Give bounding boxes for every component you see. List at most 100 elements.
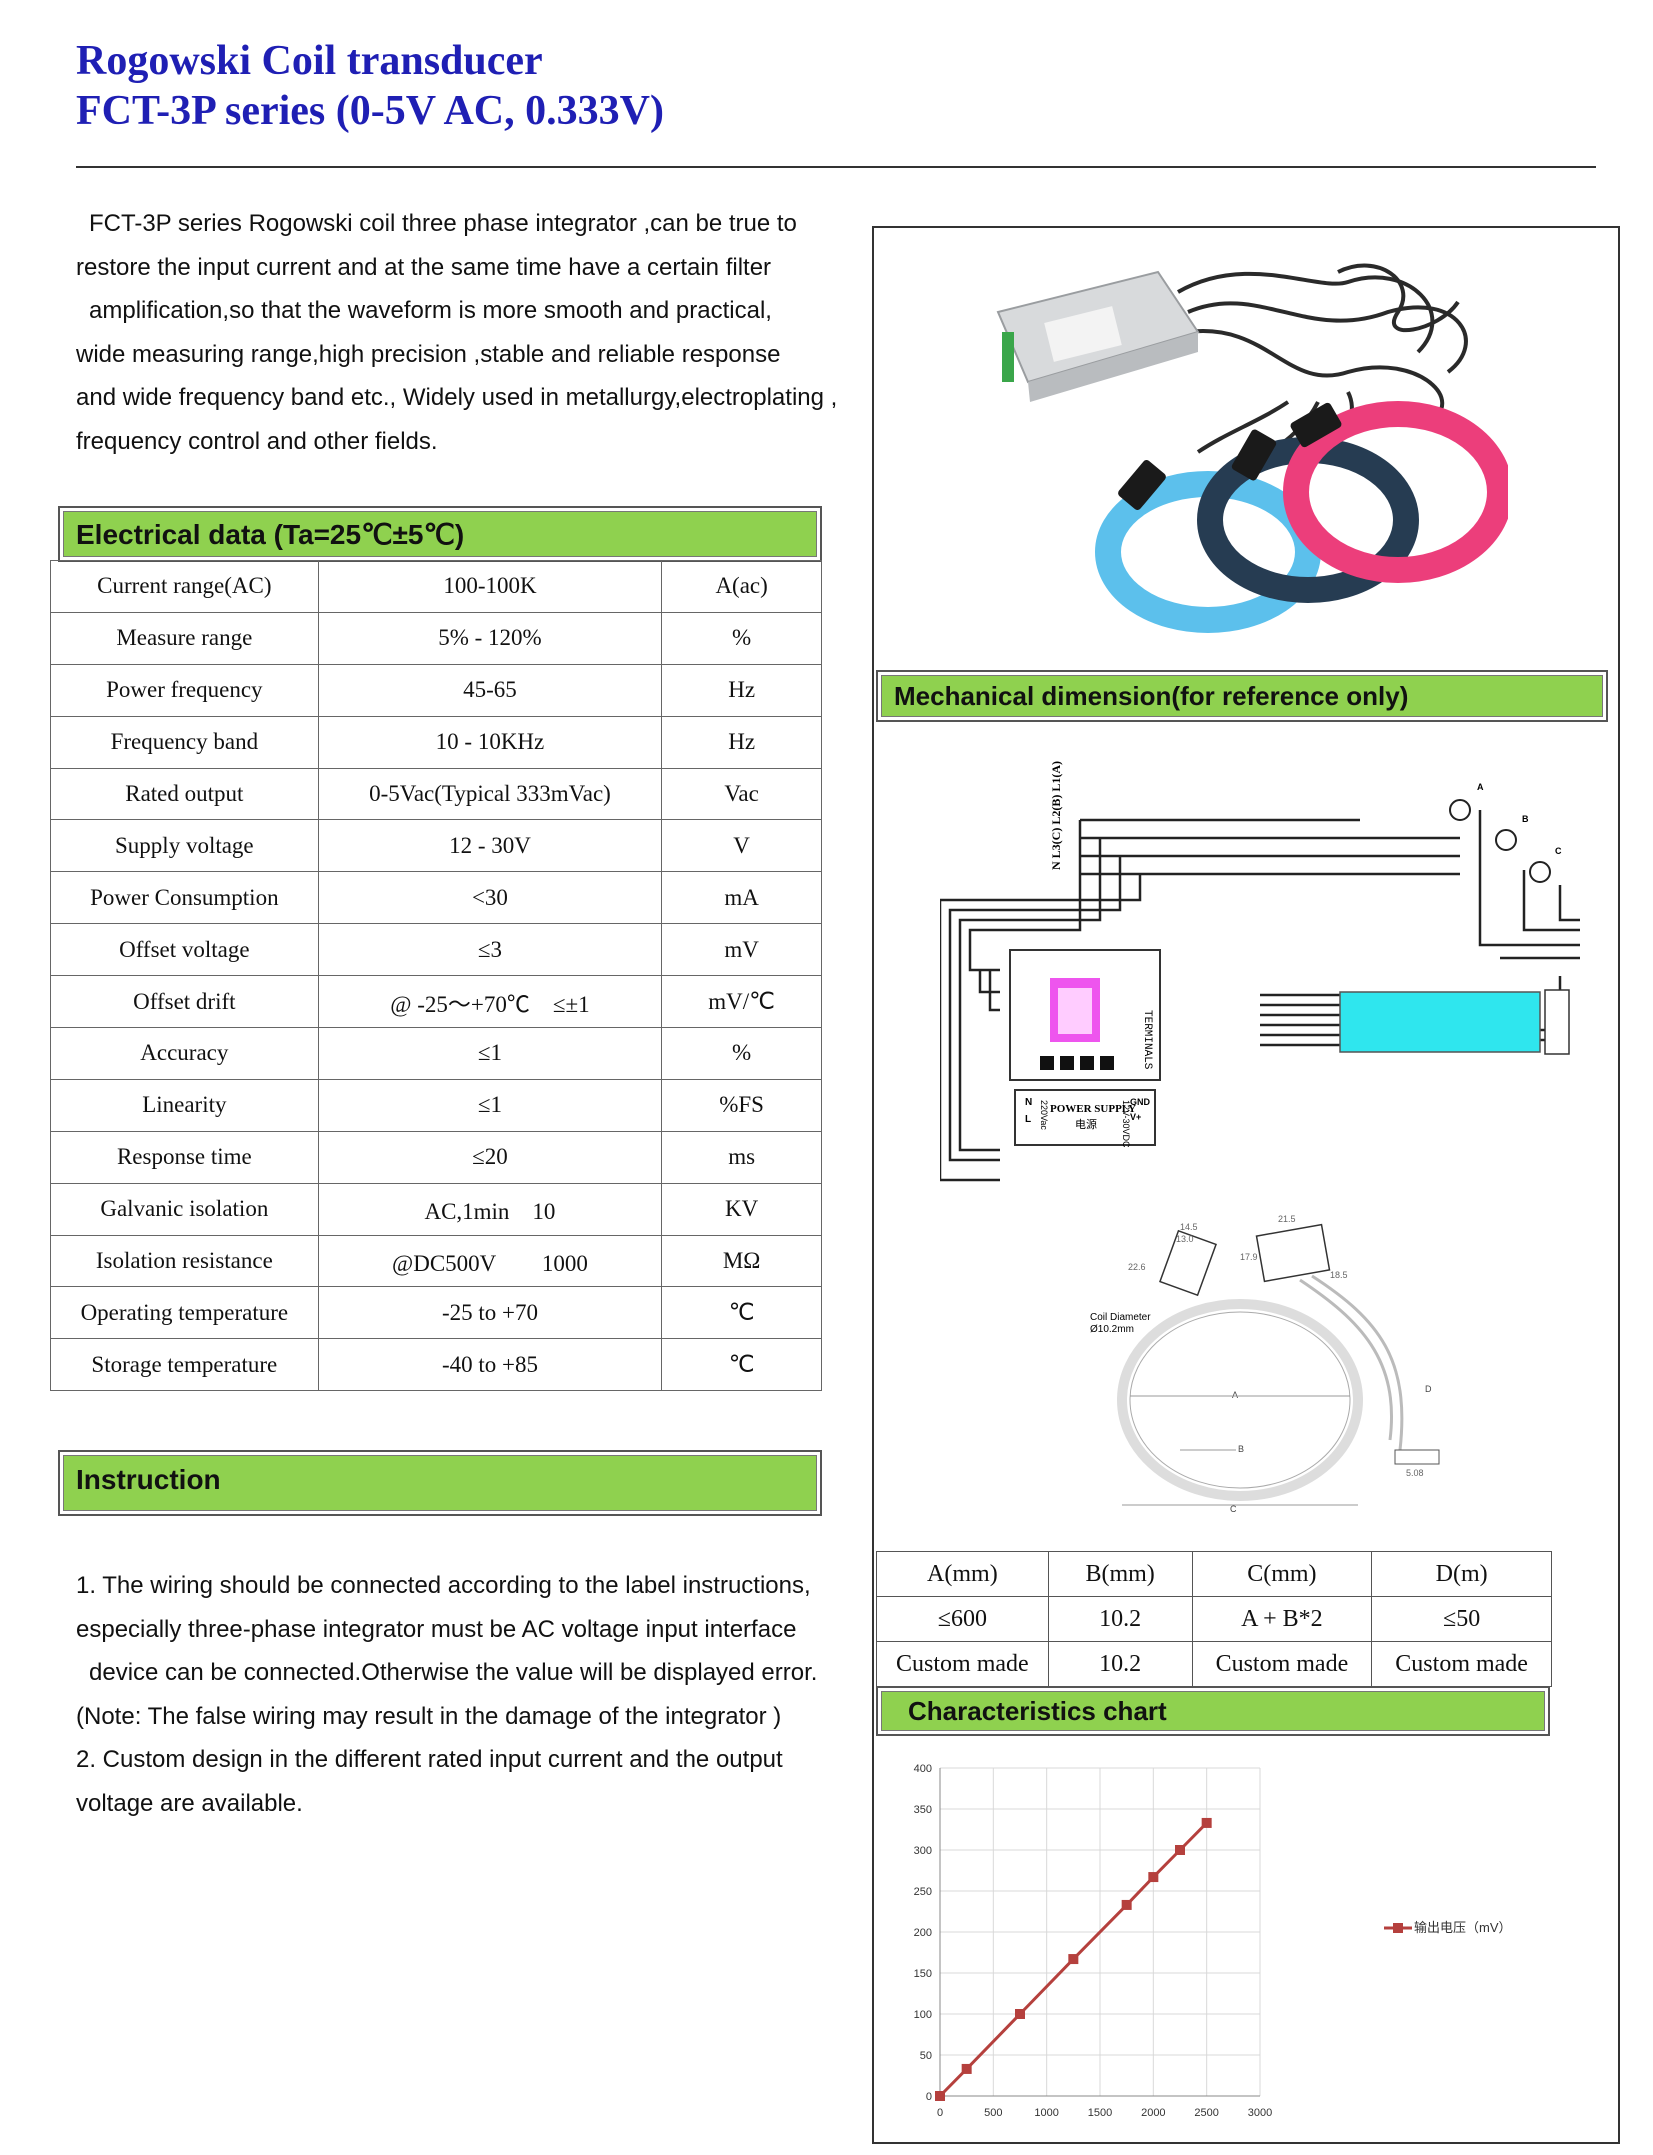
data-point xyxy=(1121,1899,1132,1910)
data-point xyxy=(961,2063,972,2074)
instruction-heading-text: Instruction xyxy=(76,1464,221,1495)
instruction-line: (Note: The false wiring may result in th… xyxy=(76,1702,782,1730)
param-unit-cell: % xyxy=(661,611,822,665)
param-unit-cell: mV/℃ xyxy=(661,975,822,1029)
param-name-cell: Isolation resistance xyxy=(50,1234,319,1288)
dim-label: 14.5 xyxy=(1180,1222,1198,1232)
instruction-line: 2. Custom design in the different rated … xyxy=(76,1746,783,1773)
param-value-cell: 0-5Vac(Typical 333mVac) xyxy=(317,767,663,821)
param-name-cell: Offset voltage xyxy=(50,923,319,977)
intro-line: restore the input current and at the sam… xyxy=(76,253,772,281)
instruction-line: voltage are available. xyxy=(76,1789,303,1817)
power-supply-block xyxy=(1014,1089,1156,1146)
power-supply-cn: 电源 xyxy=(1075,1117,1097,1131)
param-value-cell: <30 xyxy=(317,871,663,925)
coil-connector xyxy=(1290,402,1342,448)
power-dc: 12V-30VDC xyxy=(1121,1100,1131,1148)
param-unit-cell: Hz xyxy=(661,663,822,717)
param-value-cell: 5% - 120% xyxy=(317,611,663,665)
data-point xyxy=(1148,1872,1159,1883)
instruction-heading: Instruction xyxy=(58,1450,822,1516)
dim-c-label: C xyxy=(1230,1504,1237,1514)
param-name-cell: Measure range xyxy=(50,611,319,665)
instruction-line: device can be connected.Otherwise the va… xyxy=(89,1659,818,1686)
param-name-cell: Frequency band xyxy=(50,715,319,769)
phase-labels: N L3(C) L2(B) L1(A) xyxy=(1049,761,1063,870)
param-unit-cell: mV xyxy=(661,923,822,977)
param-value-cell: 12 - 30V xyxy=(317,819,663,873)
param-value-cell: 100-100K xyxy=(317,560,663,613)
dimension-header-cell: A(mm) xyxy=(876,1551,1049,1597)
param-unit-cell: ℃ xyxy=(661,1338,822,1392)
electrical-heading: Electrical data (Ta=25℃±5℃) xyxy=(58,506,822,562)
param-value-cell: -25 to +70 xyxy=(317,1286,663,1340)
dim-label: 22.6 xyxy=(1128,1262,1146,1272)
electrical-row: Linearity≤1%FS xyxy=(50,1078,822,1132)
param-value-cell: AC,1min 10 xyxy=(317,1182,663,1236)
coil-connector-right xyxy=(1255,1223,1331,1283)
param-unit-cell: % xyxy=(661,1027,822,1080)
electrical-heading-text: Electrical data (Ta=25℃±5℃) xyxy=(76,518,465,550)
ct-label-b: B xyxy=(1522,814,1529,824)
y-tick-label: 400 xyxy=(914,1763,932,1775)
param-name-cell: Current range(AC) xyxy=(50,560,319,613)
y-tick-label: 350 xyxy=(914,1804,932,1816)
power-vplus: V+ xyxy=(1130,1112,1141,1122)
param-name-cell: Offset drift xyxy=(50,975,319,1029)
characteristics-heading-text: Characteristics chart xyxy=(908,1695,1167,1726)
integrator-box xyxy=(996,270,1200,402)
dimension-cell: 10.2 xyxy=(1047,1596,1193,1642)
intro-line: FCT-3P series Rogowski coil three phase … xyxy=(89,210,797,237)
dimension-cell: Custom made xyxy=(1191,1641,1373,1687)
param-name-cell: Accuracy xyxy=(50,1027,319,1080)
data-point xyxy=(1068,1954,1079,1965)
x-tick-label: 2500 xyxy=(1194,2107,1218,2119)
title-line-2: FCT-3P series (0-5V AC, 0.333V) xyxy=(76,88,664,134)
intro-line: frequency control and other fields. xyxy=(76,427,438,455)
param-name-cell: Power Consumption xyxy=(50,871,319,925)
page-title: Rogowski Coil transducer FCT-3P series (… xyxy=(76,36,664,136)
y-tick-label: 100 xyxy=(914,2009,932,2021)
x-tick-label: 1000 xyxy=(1034,2107,1058,2119)
param-name-cell: Storage temperature xyxy=(50,1338,319,1392)
coil-diameter-label: Coil Diameter xyxy=(1090,1312,1151,1323)
dimension-cell: Custom made xyxy=(1371,1641,1552,1687)
param-name-cell: Operating temperature xyxy=(50,1286,319,1340)
dimension-header-cell: B(mm) xyxy=(1047,1551,1193,1597)
param-name-cell: Rated output xyxy=(50,767,319,821)
dim-label: 13.0 xyxy=(1176,1234,1194,1244)
title-divider xyxy=(76,166,1596,168)
x-tick-label: 0 xyxy=(937,2107,943,2119)
y-tick-label: 0 xyxy=(926,2091,932,2103)
param-value-cell: @DC500V 1000 xyxy=(317,1234,663,1288)
y-tick-label: 200 xyxy=(914,1927,932,1939)
dim-label: 21.5 xyxy=(1278,1214,1296,1224)
coil-diameter-value: Ø10.2mm xyxy=(1090,1324,1134,1335)
coil-outline xyxy=(1117,1299,1363,1501)
dim-label: 18.5 xyxy=(1330,1270,1348,1280)
param-value-cell: -40 to +85 xyxy=(317,1338,663,1392)
legend-marker xyxy=(1393,1923,1403,1933)
power-n: N xyxy=(1025,1097,1032,1108)
coil-terminal xyxy=(1394,1449,1440,1465)
intro-line: wide measuring range,high precision ,sta… xyxy=(76,340,781,368)
product-photo xyxy=(996,263,1508,633)
x-tick-label: 1500 xyxy=(1088,2107,1112,2119)
intro-line: and wide frequency band etc., Widely use… xyxy=(76,384,838,411)
power-supply-label: POWER SUPPLY xyxy=(1050,1103,1136,1115)
x-tick-label: 500 xyxy=(984,2107,1002,2119)
coil-connector xyxy=(1231,429,1277,481)
param-value-cell: ≤20 xyxy=(317,1130,663,1184)
